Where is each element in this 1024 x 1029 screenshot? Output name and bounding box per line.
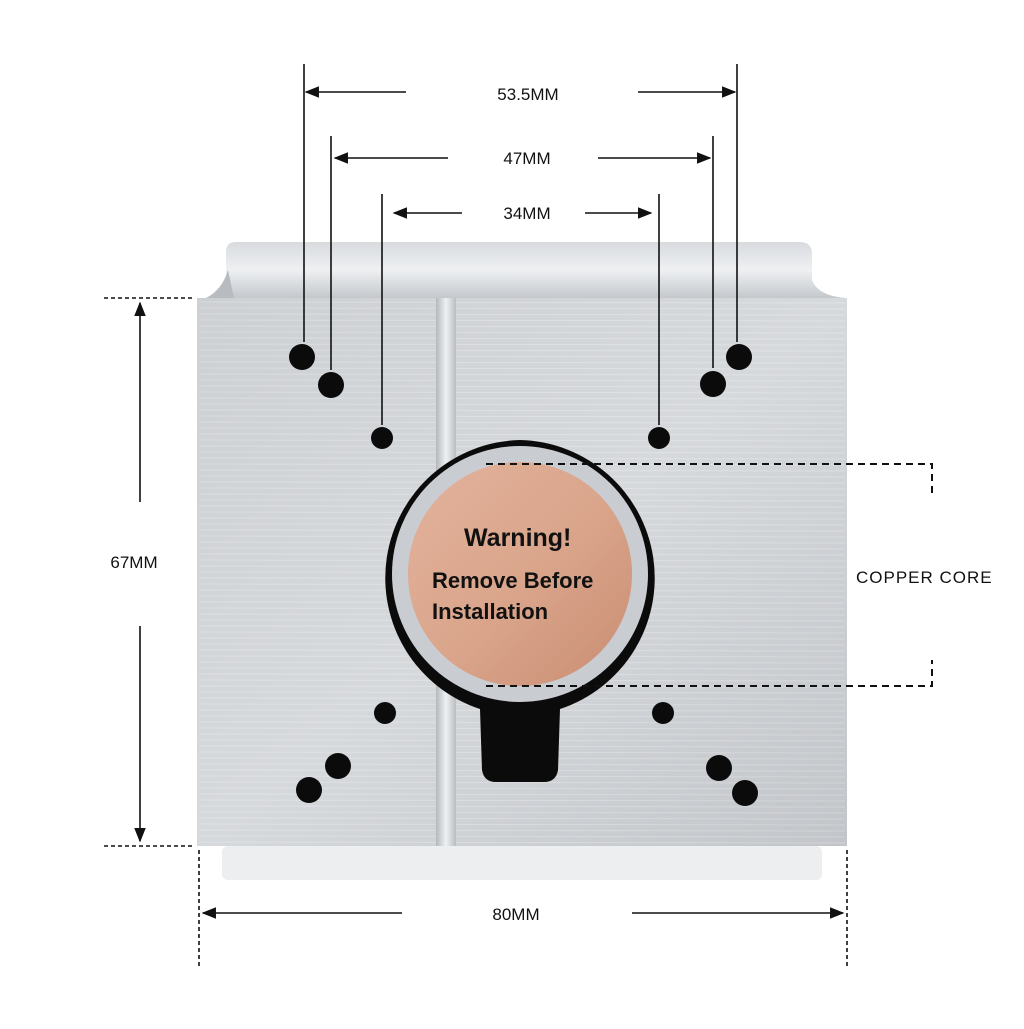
outer-hole-spacing-label: 53.5MM — [497, 85, 558, 104]
brush-streak — [198, 427, 846, 430]
brush-streak — [198, 805, 846, 808]
hole-spacing-dimensions — [303, 64, 738, 425]
brush-streak — [198, 841, 846, 844]
brush-streak — [198, 415, 846, 418]
mounting-holes — [289, 344, 758, 806]
copper-core-callout — [486, 463, 933, 687]
middle-hole-spacing-label: 47MM — [503, 149, 550, 168]
brush-streak — [198, 409, 846, 412]
mounting-hole-top-left-outer — [289, 344, 315, 370]
brush-streak — [198, 811, 846, 814]
mounting-hole-bottom-right-inner — [652, 702, 674, 724]
brush-streak — [198, 385, 846, 388]
mounting-hole-top-left-inner — [371, 427, 393, 449]
warning-line-2: Installation — [432, 599, 548, 624]
mounting-hole-top-right-middle — [700, 371, 726, 397]
brush-streak — [198, 835, 846, 838]
heatsink-bottom-lip — [222, 846, 822, 880]
mounting-hole-top-right-outer — [726, 344, 752, 370]
warning-line-1: Remove Before — [432, 568, 593, 593]
mounting-hole-bottom-left-outer — [296, 777, 322, 803]
height-label: 67MM — [110, 553, 157, 572]
brush-streak — [198, 391, 846, 394]
brush-streak — [198, 817, 846, 820]
heatsink-top-lip — [226, 242, 846, 298]
brush-streak — [198, 379, 846, 382]
brush-streak — [198, 829, 846, 832]
copper-core-label: COPPER CORE — [856, 568, 993, 587]
brush-streak — [198, 373, 846, 376]
brush-streak — [198, 823, 846, 826]
mounting-hole-bottom-right-outer — [732, 780, 758, 806]
brush-streak — [198, 397, 846, 400]
mounting-hole-top-right-inner — [648, 427, 670, 449]
mounting-hole-bottom-left-middle — [325, 753, 351, 779]
width-label: 80MM — [492, 905, 539, 924]
warning-title: Warning! — [464, 524, 571, 552]
mounting-hole-bottom-right-middle — [706, 755, 732, 781]
copper-core-disc — [408, 462, 632, 686]
mounting-hole-bottom-left-inner — [374, 702, 396, 724]
brush-streak — [198, 403, 846, 406]
heatsink-lip-shadow — [206, 270, 234, 298]
inner-hole-spacing-label: 34MM — [503, 204, 550, 223]
width-dimension — [198, 850, 848, 966]
mounting-hole-top-left-middle — [318, 372, 344, 398]
height-dimension — [104, 297, 194, 847]
brush-streak — [198, 433, 846, 436]
brush-streak — [198, 421, 846, 424]
